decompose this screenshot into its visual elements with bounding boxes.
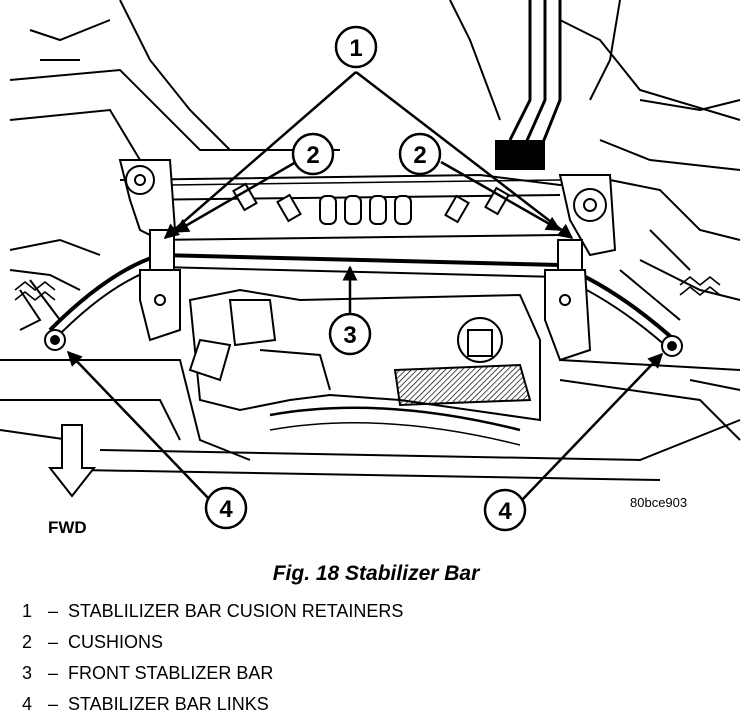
figure-code: 80bce903 <box>630 495 687 510</box>
callout-2-right: 2 <box>398 132 442 176</box>
legend-item: 1–STABLILIZER BAR CUSION RETAINERS <box>22 600 403 631</box>
legend-item: 4–STABILIZER BAR LINKS <box>22 693 403 724</box>
legend-number: 4 <box>22 694 33 714</box>
legend-number: 3 <box>22 663 33 683</box>
svg-text:2: 2 <box>413 142 426 169</box>
callout-3: 3 <box>328 312 372 356</box>
svg-text:3: 3 <box>343 322 356 349</box>
legend-item: 3–FRONT STABLIZER BAR <box>22 662 403 693</box>
svg-text:4: 4 <box>219 496 233 523</box>
legend-text: STABILIZER BAR LINKS <box>68 694 269 714</box>
svg-text:4: 4 <box>498 498 512 525</box>
legend-text: STABLILIZER BAR CUSION RETAINERS <box>68 601 404 621</box>
legend-separator: – <box>47 601 58 621</box>
legend-separator: – <box>47 663 58 683</box>
legend-number: 2 <box>22 632 33 652</box>
legend-item: 2–CUSHIONS <box>22 631 403 662</box>
vehicle-underbody-art <box>0 0 741 481</box>
leader-lines <box>66 71 664 501</box>
callout-1: 1 <box>334 25 378 69</box>
callout-4-left: 4 <box>204 486 248 530</box>
legend-separator: – <box>47 694 58 714</box>
stabilizer-bar-diagram: FWD 80bce903 1 2 2 3 4 4 <box>0 0 741 537</box>
legend-list: 1–STABLILIZER BAR CUSION RETAINERS 2–CUS… <box>22 600 403 724</box>
fwd-arrow <box>47 424 97 498</box>
legend-number: 1 <box>22 601 33 621</box>
legend-text: FRONT STABLIZER BAR <box>68 663 274 683</box>
figure-caption: Fig. 18 Stabilizer Bar <box>272 562 480 585</box>
legend-text: CUSHIONS <box>68 632 164 652</box>
callout-2-left: 2 <box>291 132 335 176</box>
fwd-label: FWD <box>48 518 87 537</box>
legend-separator: – <box>47 632 58 652</box>
svg-text:2: 2 <box>306 142 319 169</box>
callout-4-right: 4 <box>483 488 527 532</box>
svg-text:1: 1 <box>349 35 362 62</box>
